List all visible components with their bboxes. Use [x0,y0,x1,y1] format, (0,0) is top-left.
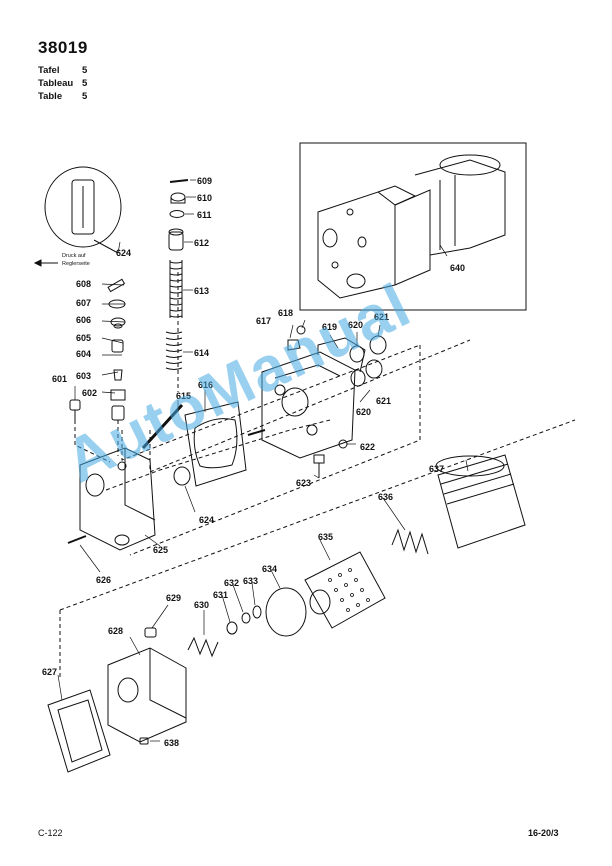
part-608 [107,278,126,293]
pump-body-619 [261,351,356,459]
part-callout-638: 638 [164,738,179,748]
part-callout-612: 612 [194,238,209,248]
pump-assembly-drawing [317,154,506,299]
table-ref-label: Tafel [38,65,60,76]
table-ref-row: Table 5 [38,90,88,103]
part-callout-606: 606 [76,315,91,325]
part-callout-601: 601 [52,374,67,384]
part-callout-611: 611 [197,210,212,220]
gasket-616 [184,401,247,487]
part-callout-636: 636 [378,492,393,502]
table-ref-row: Tableau 5 [38,77,88,90]
table-ref-value: 5 [82,65,88,76]
part-callout-608: 608 [76,279,91,289]
part-callout-620: 620 [356,407,371,417]
part-callout-602: 602 [82,388,97,398]
detail-circle [44,166,122,248]
part-callout-613: 613 [194,286,209,296]
part-callout-607: 607 [76,298,91,308]
table-ref-value: 5 [82,78,88,89]
part-callout-616: 616 [198,380,213,390]
part-callout-603: 603 [76,371,91,381]
table-references: Tafel 5 Tableau 5 Table 5 [38,64,88,103]
part-callout-618: 618 [278,308,293,318]
part-callout-625: 625 [153,545,168,555]
table-ref-label: Tableau [38,78,74,89]
part-callout-640: 640 [450,263,465,273]
part-callout-622: 622 [360,442,375,452]
part-callout-624: 624 [116,248,131,258]
part-callout-632: 632 [224,578,239,588]
table-ref-value: 5 [82,91,88,102]
note-line-2: Reglerseite [62,261,90,267]
part-callout-626: 626 [96,575,111,585]
part-callout-620: 620 [348,320,363,330]
part-callout-604: 604 [76,349,91,359]
part-callout-623: 623 [296,478,311,488]
part-callout-627: 627 [42,667,57,677]
part-callout-629: 629 [166,593,181,603]
part-callout-605: 605 [76,333,91,343]
table-ref-row: Tafel 5 [38,64,88,77]
part-callout-628: 628 [108,626,123,636]
part-callout-637: 637 [429,464,444,474]
inset-box [299,142,527,311]
part-callout-635: 635 [318,532,333,542]
table-ref-label: Table [38,91,63,102]
part-callout-621: 621 [374,312,389,322]
part-callout-615: 615 [176,391,191,401]
part-callout-631: 631 [213,590,228,600]
part-callout-610: 610 [197,193,212,203]
filter-element-635 [304,551,386,629]
part-callout-619: 619 [322,322,337,332]
part-callout-614: 614 [194,348,209,358]
part-callout-617: 617 [256,316,271,326]
cover-628 [107,647,187,743]
filter-housing-637 [437,454,526,549]
callout-labels: 601 602 603 604 605 606 607 608 609 610 611 612 613 6… [42,176,465,748]
part-callout-621: 621 [376,396,391,406]
part-callout-634: 634 [262,564,277,574]
note-line-1: Druck auf [62,253,86,259]
part-callout-609: 609 [197,176,212,186]
document-number: 38019 [38,38,88,57]
gasket-627 [47,689,111,773]
part-callout-624: 624 [199,515,214,525]
footer-page-code: C-122 [38,828,63,838]
part-callout-630: 630 [194,600,209,610]
footer-section-code: 16-20/3 [528,828,559,838]
part-callout-633: 633 [243,576,258,586]
page-header: 38019 Tafel 5 Tableau 5 Table 5 [38,38,88,103]
